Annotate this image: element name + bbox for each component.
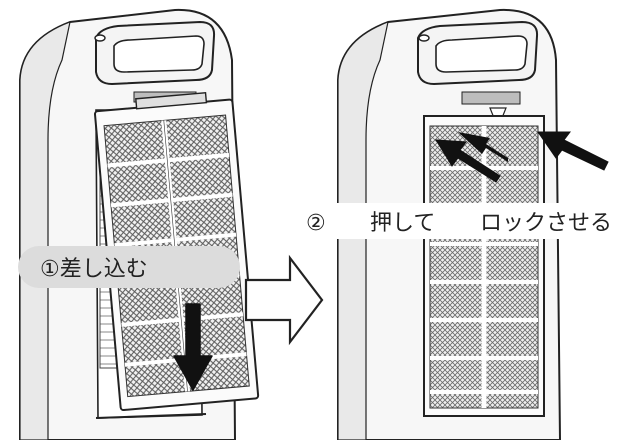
step2-action-lock: ロックさせる [480,211,612,236]
push-arrow-icon [435,131,609,183]
step1-label-background [18,246,240,288]
step2-label: ② 押して ロックさせる [300,203,626,239]
right-indicator-light [418,34,430,42]
step2-action-push: 押して [370,211,435,236]
step1-label-text: ①差し込む [40,257,148,282]
right-outline-arrow-icon [244,254,324,346]
left-unit [19,8,260,440]
step1-label: ①差し込む [18,246,240,288]
step2-label-background [300,203,626,239]
right-filter-panel [423,115,545,417]
step2-number: ② [306,211,326,236]
left-indicator-light [94,34,106,42]
push-arrow-left [435,139,501,183]
push-arrow-right [537,131,609,171]
down-arrow-icon [173,303,213,391]
